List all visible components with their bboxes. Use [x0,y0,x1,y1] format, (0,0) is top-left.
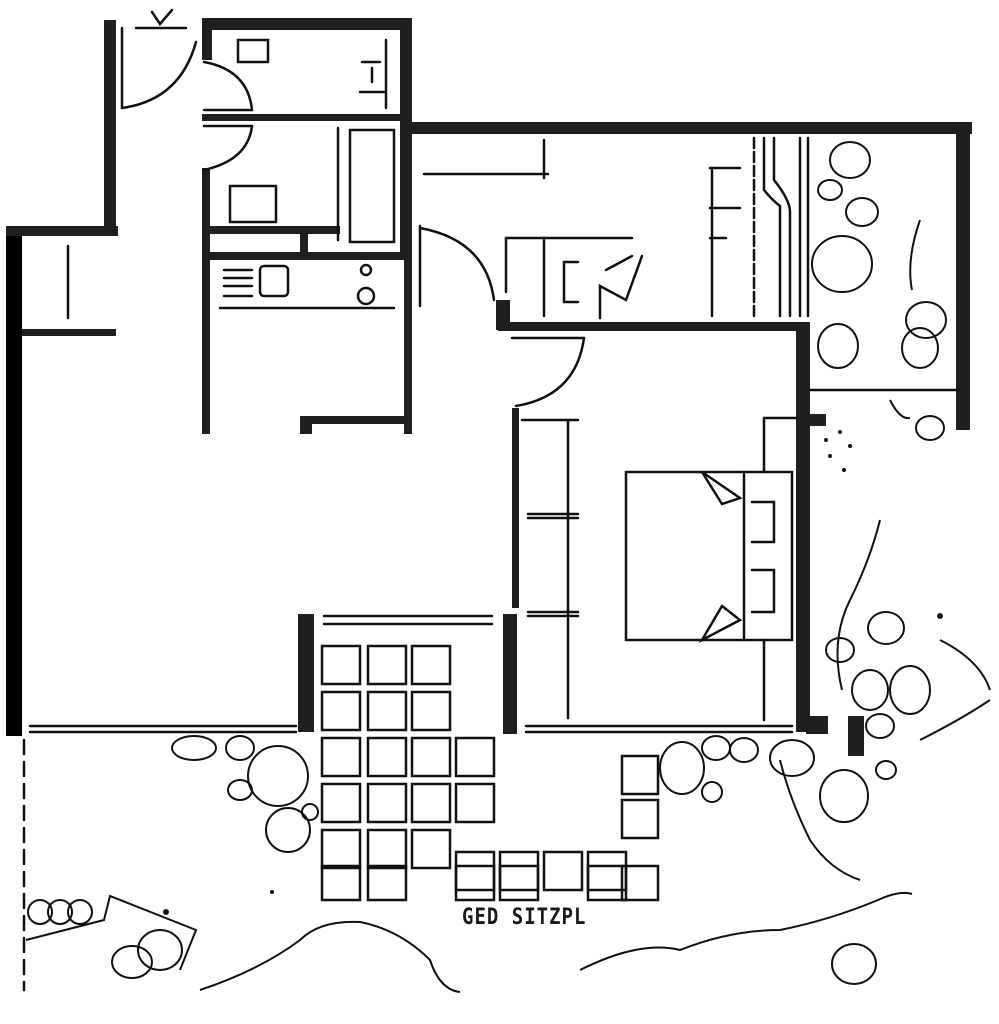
dots [163,430,943,915]
terrace-label: GED SITZPL [462,904,587,930]
walls [6,18,972,756]
terrace-tiles [320,644,660,902]
lines [22,8,960,992]
shrubs [25,141,991,993]
